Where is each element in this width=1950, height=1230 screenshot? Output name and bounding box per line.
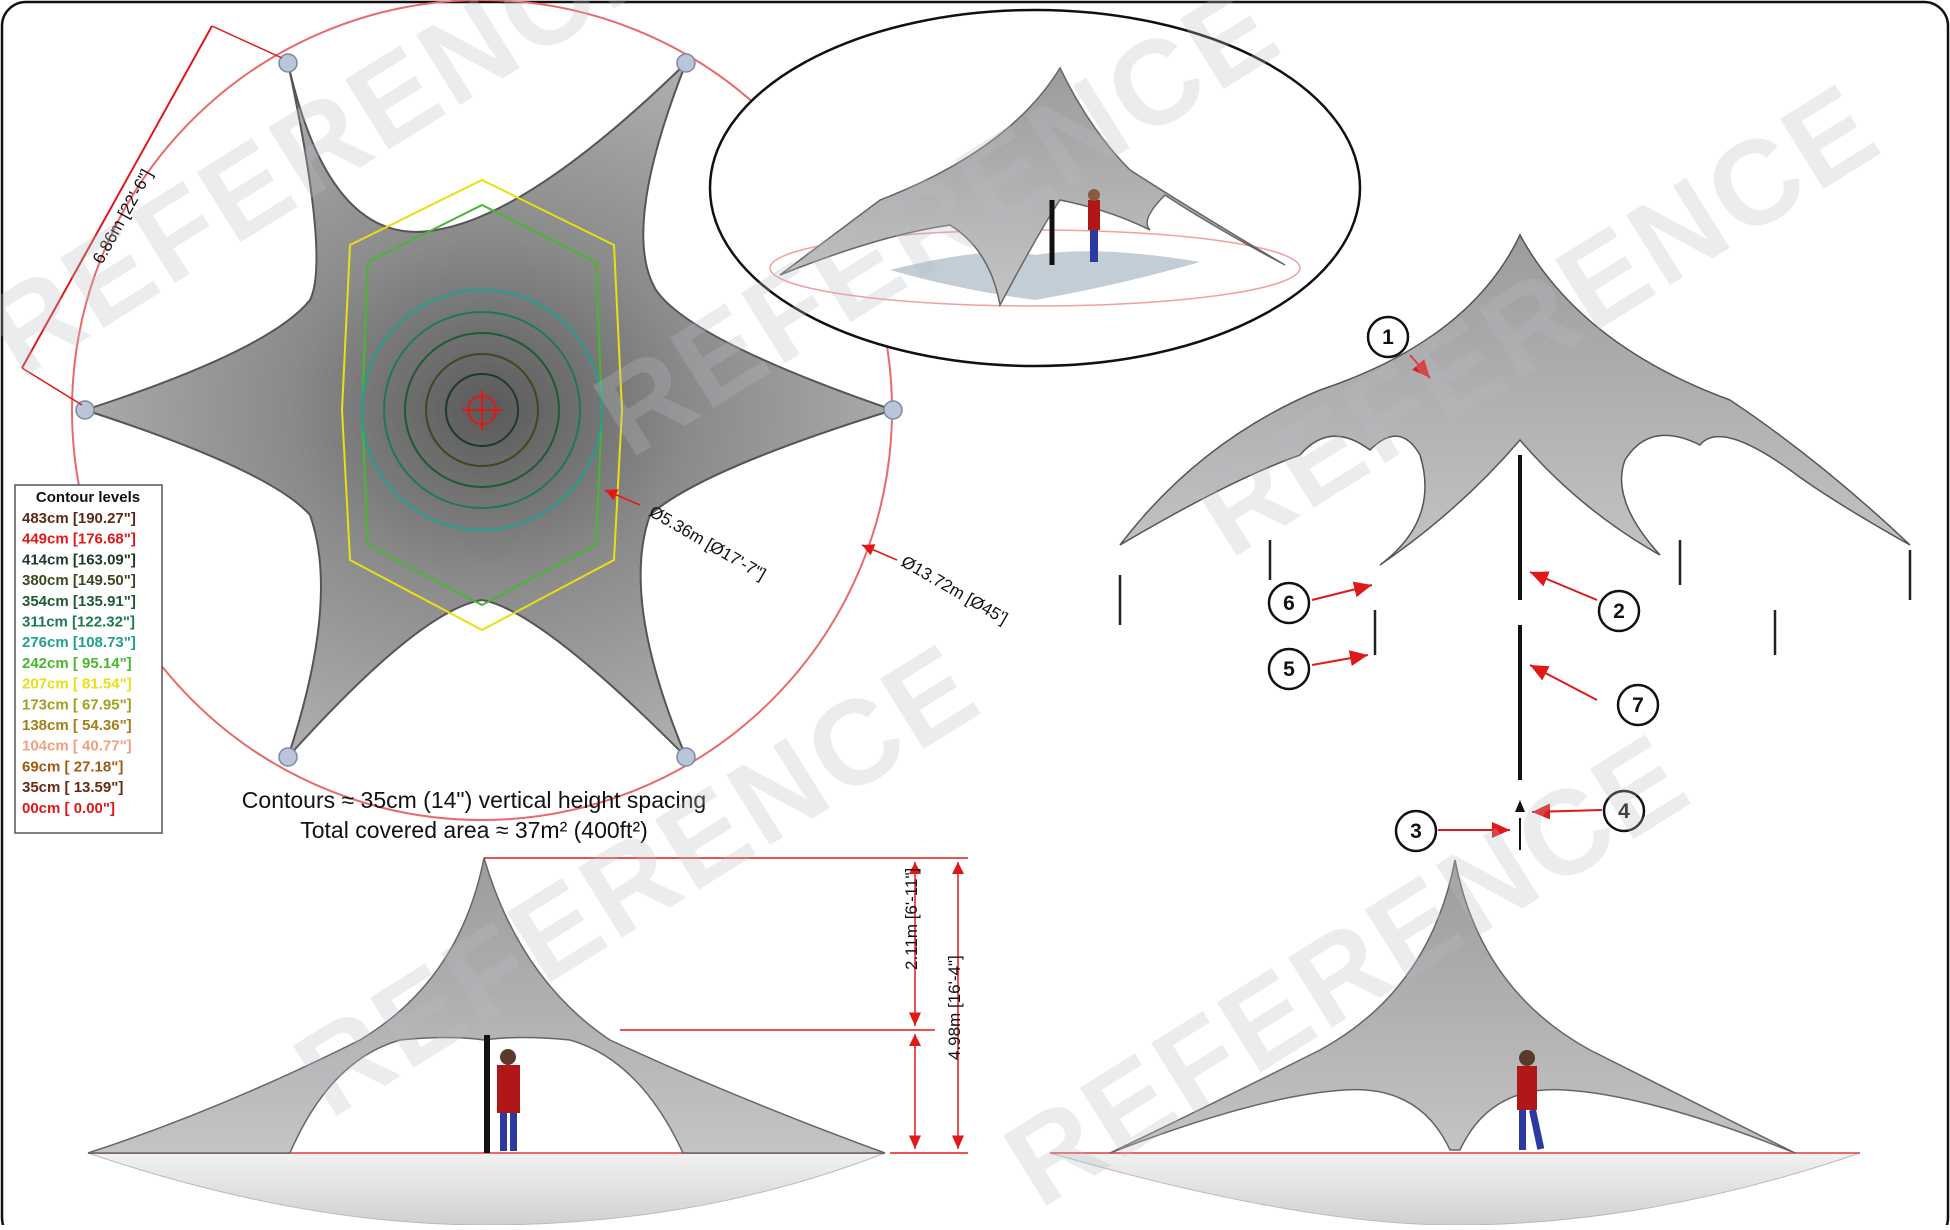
outer-diameter-label: Ø13.72m [Ø45'] — [898, 552, 1011, 628]
legend-row: 69cm [ 27.18"] — [22, 758, 123, 775]
contour-rings — [340, 178, 624, 632]
callout-6: 6 — [1267, 581, 1311, 625]
legend-row: 380cm [149.50"] — [22, 572, 136, 589]
legend-row: 242cm [ 95.14"] — [22, 655, 132, 672]
anchor-points — [75, 53, 903, 767]
contour-276cm — [361, 289, 603, 531]
exploded-view: 1 2 3 4 5 6 7 — [1118, 233, 1912, 853]
legend-row: 449cm [176.68"] — [22, 531, 136, 548]
legend-title: Contour levels — [36, 489, 140, 506]
legend-row: 483cm [190.27"] — [22, 510, 136, 527]
perspective-canopy — [779, 66, 1286, 308]
exploded-canopy — [1119, 233, 1911, 566]
legend-row: 173cm [ 67.95"] — [22, 696, 132, 713]
callout-5: 5 — [1267, 647, 1311, 691]
inner-diameter-label: Ø5.36m [Ø17'-7"] — [646, 502, 769, 584]
legend-row: 311cm [122.32"] — [22, 614, 135, 631]
svg-text:3: 3 — [1410, 820, 1422, 843]
front-person — [1517, 1050, 1545, 1150]
legend-row: 276cm [108.73"] — [22, 634, 136, 651]
svg-text:5: 5 — [1283, 658, 1295, 681]
svg-text:6: 6 — [1283, 592, 1295, 615]
side-height-label: 2.11m [6'-11"] — [902, 868, 921, 970]
perspective-view — [708, 8, 1362, 368]
contour-311cm — [383, 311, 581, 509]
callout-1: 1 — [1366, 315, 1410, 359]
perspective-shadow — [890, 251, 1200, 300]
callout-2: 2 — [1597, 589, 1641, 633]
svg-text:4: 4 — [1618, 800, 1630, 823]
contour-354cm — [404, 332, 560, 488]
legend-row: 414cm [163.09"] — [22, 551, 136, 568]
front-elevation — [1049, 859, 1861, 1226]
callout-3: 3 — [1394, 809, 1438, 853]
callout-7: 7 — [1616, 683, 1660, 727]
contour-207cm — [340, 178, 624, 632]
contour-380cm — [425, 353, 539, 467]
height-dimensions — [484, 857, 968, 1154]
legend-row: 207cm [ 81.54"] — [22, 676, 132, 693]
legend-row: 104cm [ 40.77"] — [22, 738, 132, 755]
arm-length-dimension — [21, 25, 213, 369]
contour-spacing-note: Contours ≈ 35cm (14") vertical height sp… — [242, 787, 706, 813]
legend-row: 138cm [ 54.36"] — [22, 717, 132, 734]
scale-person — [497, 1049, 520, 1151]
svg-text:REFERENCE: REFERENCE — [983, 707, 1712, 1225]
contour-414cm — [445, 373, 519, 447]
side-poles — [1118, 540, 1912, 655]
front-canopy — [1109, 859, 1796, 1154]
legend-row: 354cm [135.91"] — [22, 593, 136, 610]
contour-legend: Contour levels 483cm [190.27"] 449cm [176… — [14, 484, 163, 834]
side-elevation: 2.11m [6'-11"] 4.98m [16'-4"] — [87, 857, 968, 1226]
total-height-label: 4.98m [16'-4"] — [945, 955, 964, 1060]
legend-row: 00cm [ 0.00"] — [22, 800, 115, 817]
svg-text:2: 2 — [1613, 600, 1625, 623]
svg-text:1: 1 — [1382, 326, 1394, 349]
svg-text:7: 7 — [1632, 694, 1644, 717]
covered-area-note: Total covered area ≈ 37m² (400ft²) — [300, 817, 648, 843]
contour-242cm — [360, 203, 604, 607]
legend-row: 35cm [ 13.59"] — [22, 779, 123, 796]
callout-4: 4 — [1602, 789, 1646, 833]
